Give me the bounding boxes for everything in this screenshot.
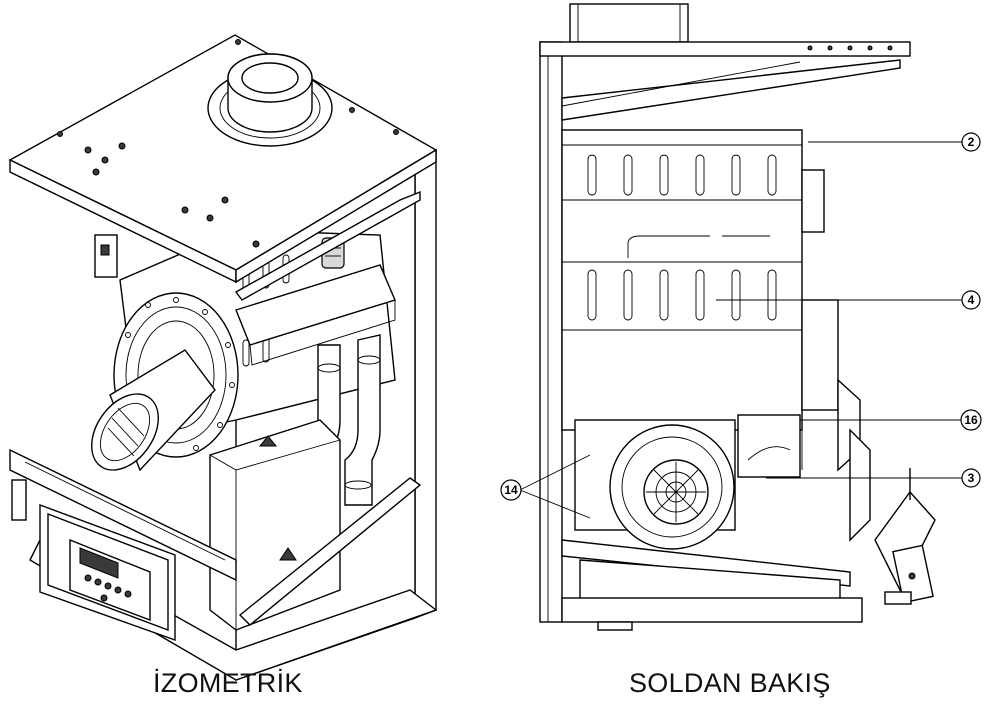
left-bracket: [94, 234, 118, 278]
callout-label-14: 14: [504, 483, 518, 497]
callout-label-4: 4: [968, 293, 975, 307]
ignition-unit: [801, 299, 839, 411]
frame-right-post: [414, 150, 437, 620]
flue-pipe: [569, 3, 689, 43]
base-strut: [561, 539, 851, 587]
top-strut: [234, 190, 421, 301]
isometric-view: [8, 34, 438, 681]
motor-block: [737, 414, 801, 478]
control-buttons: [84, 574, 132, 602]
warning-triangle-icon: [279, 547, 297, 561]
base-foot: [597, 621, 633, 631]
fin-slots-upper: [587, 154, 777, 196]
display-screen: [79, 547, 119, 579]
bottom-strut: [238, 477, 422, 626]
callout-16: 16: [800, 409, 982, 431]
fan-unit: [91, 349, 216, 472]
left-view-caption: SOLDAN BAKIŞ: [629, 668, 831, 698]
callout-3: 3: [766, 468, 981, 488]
callout-2: 2: [808, 132, 981, 152]
base-plate: [561, 597, 863, 623]
callout-label-16: 16: [964, 413, 978, 427]
top-wedge: [561, 59, 901, 121]
side-panel: [539, 41, 563, 623]
callout-14: 14: [500, 454, 591, 519]
warning-triangle-icon-2: [258, 435, 278, 447]
fan-side: [574, 414, 801, 550]
callout-4: 4: [716, 290, 981, 310]
callout-label-3: 3: [968, 471, 975, 485]
fin-slots-lower: [587, 269, 777, 321]
internal-pipe: [627, 235, 710, 258]
left-clip: [11, 479, 27, 521]
sensor-block: [801, 169, 825, 233]
control-panel: [11, 479, 176, 641]
left-side-view: [539, 3, 936, 631]
isometric-caption: İZOMETRİK: [153, 668, 303, 698]
flue-outlet: [207, 53, 333, 147]
callout-label-2: 2: [968, 135, 975, 149]
exchanger-side: [561, 129, 803, 431]
callouts: 2 4 16 3 14: [500, 132, 982, 519]
control-panel-side: [874, 468, 936, 605]
top-lid: [8, 34, 438, 284]
top-cover: [539, 41, 911, 57]
